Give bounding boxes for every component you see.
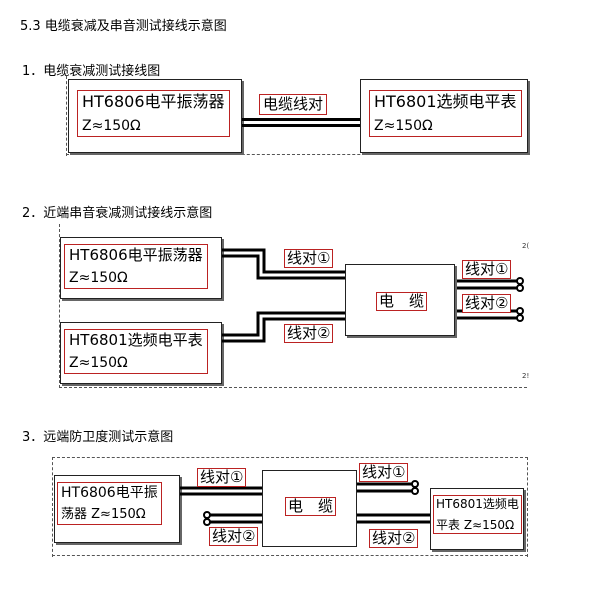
cable-pair-line: [242, 124, 360, 127]
pair2-in-label: 线对②: [209, 527, 259, 546]
selective-meter-box: HT6801选频电 平表 Z≈150Ω: [430, 488, 524, 550]
cable-pair-label: 电缆线对: [259, 94, 328, 115]
border-line: [527, 457, 528, 557]
meter-name-line2: 平表: [436, 518, 461, 532]
cable-label: 电 缆: [285, 497, 337, 516]
diagram1-heading: 1．电缆衰减测试接线图: [22, 64, 161, 79]
pair1-in-label: 线对①: [284, 249, 334, 268]
meter-impedance: Z≈150Ω: [374, 118, 433, 134]
oscillator-impedance: Z≈150Ω: [69, 270, 128, 286]
oscillator-name-line2: 荡器: [61, 507, 88, 522]
oscillator-name: HT6806电平振: [61, 485, 158, 501]
pair1-out-label: 线对①: [359, 463, 409, 482]
oscillator-name: HT6806电平振荡器: [82, 92, 225, 111]
border-line: [66, 76, 67, 156]
oscillator-box: HT6806电平振 荡器 Z≈150Ω: [54, 475, 180, 543]
border-line: [59, 387, 527, 388]
oscillator-box: HT6806电平振荡器 Z≈150Ω: [68, 79, 242, 153]
border-line: [66, 154, 526, 155]
section-title: 5.3 电缆衰减及串音测试接线示意图: [20, 19, 227, 34]
diagram2-heading: 2．近端串音衰减测试接线示意图: [22, 206, 213, 221]
selective-meter-box: HT6801选频电平表 Z≈150Ω: [60, 322, 222, 384]
oscillator-name-line2-row: 荡器 Z≈150Ω: [61, 508, 158, 521]
cable-box: 电 缆: [262, 470, 357, 547]
meter-name: HT6801选频电平表: [374, 92, 517, 111]
meter-name-line2-row: 平表 Z≈150Ω: [436, 519, 519, 531]
pair2-in-label: 线对②: [284, 324, 334, 343]
border-line: [52, 555, 528, 556]
pair2-out-label: 线对②: [369, 529, 419, 548]
border-line: [52, 457, 53, 557]
oscillator-impedance: Z≈150Ω: [91, 507, 146, 522]
pair1-in-label: 线对①: [197, 468, 247, 487]
border-line: [59, 224, 60, 388]
meter-impedance: Z≈150Ω: [69, 355, 128, 371]
oscillator-impedance: Z≈150Ω: [82, 118, 141, 134]
selective-meter-box: HT6801选频电平表 Z≈150Ω: [360, 79, 528, 153]
edge-mark: 2(: [522, 242, 530, 250]
pair1-out-label: 线对①: [462, 260, 512, 279]
edge-mark: 2!: [522, 372, 530, 380]
cable-label: 电 缆: [376, 292, 428, 311]
oscillator-box: HT6806电平振荡器 Z≈150Ω: [60, 237, 222, 299]
meter-impedance: Z≈150Ω: [463, 518, 515, 532]
oscillator-name: HT6806电平振荡器: [69, 246, 203, 264]
cable-pair-line: [242, 118, 360, 121]
pair2-out-label: 线对②: [462, 294, 512, 313]
meter-name: HT6801选频电平表: [69, 331, 203, 349]
diagram3-heading: 3．远端防卫度测试示意图: [22, 430, 174, 445]
meter-name: HT6801选频电: [436, 497, 519, 511]
cable-box: 电 缆: [345, 264, 455, 336]
border-line: [52, 457, 528, 458]
